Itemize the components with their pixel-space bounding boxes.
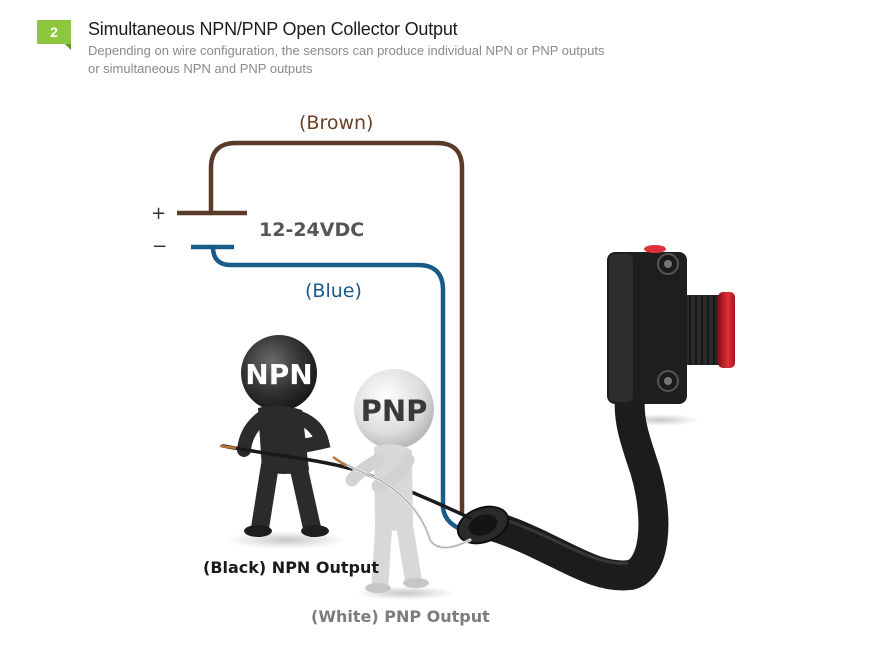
npn-figure	[237, 335, 331, 537]
description-line-1: Depending on wire configuration, the sen…	[88, 43, 605, 58]
minus-sign: −	[152, 236, 167, 257]
page-title: Simultaneous NPN/PNP Open Collector Outp…	[88, 19, 458, 39]
indicator-led	[644, 245, 666, 253]
blue-wire	[210, 244, 471, 535]
cable-highlight	[499, 516, 629, 565]
pnp-figure-label: PNP	[361, 394, 428, 428]
step-badge: 2	[37, 20, 71, 50]
photoelectric-sensor	[607, 245, 735, 404]
cable-end-inner	[468, 514, 498, 536]
voltage-label: 12-24VDC	[259, 219, 364, 241]
description-line-2: or simultaneous NPN and PNP outputs	[88, 61, 313, 76]
sensor-cable	[475, 383, 669, 591]
white-output-label: (White) PNP Output	[311, 607, 490, 626]
brown-wire	[208, 140, 465, 515]
step-number: 2	[50, 24, 58, 40]
sensor-lens	[718, 292, 735, 368]
npn-shadow	[226, 531, 346, 549]
npn-figure-label: NPN	[245, 358, 312, 391]
blue-wire-label: (Blue)	[305, 280, 362, 302]
pnp-figure	[345, 369, 434, 593]
page-description: Depending on wire configuration, the sen…	[88, 42, 688, 78]
plus-sign: +	[151, 203, 166, 224]
black-output-label: (Black) NPN Output	[203, 558, 379, 577]
brown-wire-label: (Brown)	[299, 112, 373, 134]
